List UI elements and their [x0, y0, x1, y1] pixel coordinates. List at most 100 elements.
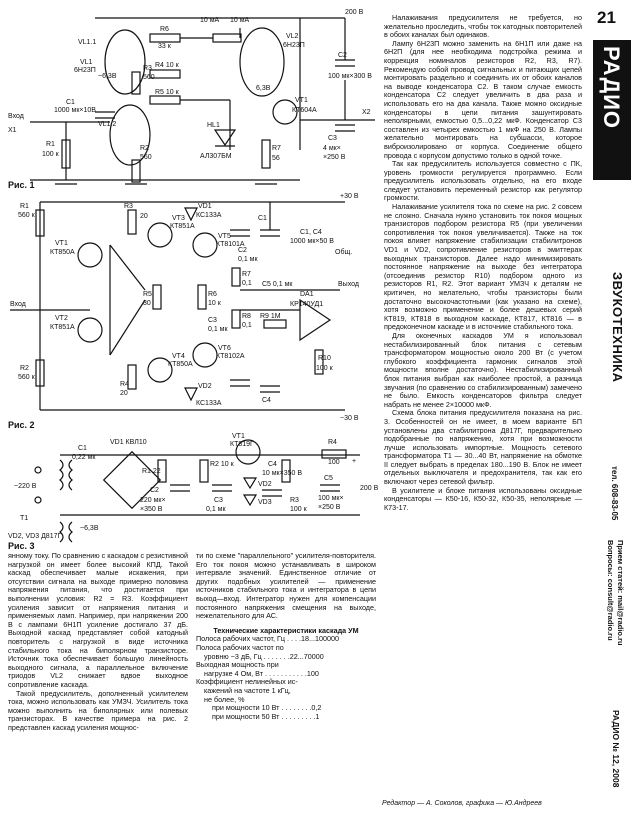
- svg-text:560: 560: [143, 74, 155, 81]
- svg-text:R10: R10: [318, 355, 331, 362]
- svg-text:VD1: VD1: [198, 203, 212, 210]
- svg-text:C4: C4: [268, 461, 277, 468]
- tech-spec-row: Полоса рабочих частот по: [196, 642, 284, 652]
- svg-text:56: 56: [272, 155, 280, 162]
- svg-text:1000 мк×10В: 1000 мк×10В: [54, 107, 96, 114]
- svg-text:20: 20: [140, 213, 148, 220]
- fig1-label-vl11: VL1.1: [78, 39, 96, 46]
- article-paragraph: Налаживание усилителя тока по схеме на р…: [384, 202, 582, 332]
- svg-text:C3: C3: [208, 317, 217, 324]
- svg-text:R5: R5: [143, 291, 152, 298]
- svg-text:C3: C3: [328, 135, 337, 142]
- svg-text:КТ850А: КТ850А: [50, 249, 75, 256]
- svg-text:200 В: 200 В: [345, 9, 364, 16]
- article-paragraph: В усилителе и блоке питания использованы…: [384, 485, 582, 512]
- svg-text:560: 560: [140, 154, 152, 161]
- figure-1-schematic: VL1.1 VL1 6Н23П ~6,3В R6 33 к R4 10 к R3…: [8, 9, 375, 190]
- svg-text:220 мк×: 220 мк×: [140, 497, 166, 504]
- svg-text:VT6: VT6: [218, 345, 231, 352]
- svg-text:0,22 мк: 0,22 мк: [72, 454, 96, 461]
- article-right-column: Налаживания предусилителя не требуется, …: [384, 13, 582, 512]
- svg-text:100 к: 100 к: [316, 365, 334, 372]
- svg-text:VD2: VD2: [198, 383, 212, 390]
- svg-text:×250 В: ×250 В: [318, 504, 341, 511]
- svg-text:Выход: Выход: [338, 281, 359, 288]
- svg-text:R3: R3: [290, 497, 299, 504]
- svg-text:C5 0,1 мк: C5 0,1 мк: [262, 281, 293, 288]
- svg-text:VD2, VD3 Д817Г: VD2, VD3 Д817Г: [8, 533, 61, 540]
- article-bottom-left-column: янному току. По сравнению с каскадом с р…: [8, 551, 188, 732]
- fig3-caption: Рис. 3: [8, 541, 35, 550]
- page-number: 21: [597, 8, 616, 27]
- svg-text:~6,3В: ~6,3В: [80, 525, 99, 532]
- svg-text:R6: R6: [160, 26, 169, 33]
- svg-text:C1: C1: [78, 445, 87, 452]
- svg-text:КТ850А: КТ850А: [168, 361, 193, 368]
- svg-text:Общ.: Общ.: [335, 248, 352, 256]
- article-paragraph: янному току. По сравнению с каскадом с р…: [8, 551, 188, 689]
- svg-text:VD3: VD3: [258, 499, 272, 506]
- svg-text:VT4: VT4: [172, 353, 185, 360]
- radio-logo: РАДИО: [593, 40, 631, 180]
- svg-text:+: +: [352, 458, 356, 465]
- svg-text:VL1.2: VL1.2: [98, 121, 116, 128]
- consult-email: Вопросы: consult@radio.ru: [606, 540, 615, 641]
- tech-spec-row: уровню −3 дБ, Гц . . . . . . .22...70000: [204, 651, 324, 661]
- svg-text:C2: C2: [338, 52, 347, 59]
- section-title: ЗВУКОТЕХНИКА: [610, 272, 625, 383]
- svg-text:Вход: Вход: [8, 113, 24, 120]
- svg-text:10 мк×350 В: 10 мк×350 В: [262, 470, 302, 477]
- tech-spec-row: кажений на частоте 1 кГц,: [204, 685, 291, 695]
- svg-text:100 мк×: 100 мк×: [318, 495, 344, 502]
- svg-text:C3: C3: [214, 497, 223, 504]
- svg-text:C5: C5: [324, 475, 333, 482]
- svg-text:VT1: VT1: [295, 97, 308, 104]
- article-paragraph: Лампу 6Н23П можно заменить на 6Н1П или д…: [384, 38, 582, 160]
- phone-number: тел. 608-83-05: [610, 466, 619, 521]
- svg-text:T1: T1: [20, 515, 28, 522]
- svg-text:КР140УД1: КР140УД1: [290, 301, 323, 308]
- article-paragraph: ти по схеме "параллельного" усилителя-по…: [196, 551, 376, 621]
- svg-text:0,1: 0,1: [242, 322, 252, 329]
- svg-text:R8: R8: [242, 313, 251, 320]
- svg-text:VT5: VT5: [218, 233, 231, 240]
- svg-text:VT1: VT1: [55, 240, 68, 247]
- article-bottom-middle-column: ти по схеме "параллельного" усилителя-по…: [196, 551, 376, 721]
- svg-text:КС133А: КС133А: [196, 400, 222, 407]
- article-paragraph: Так как предусилитель используется совме…: [384, 159, 582, 203]
- svg-text:0,1 мк: 0,1 мк: [238, 256, 258, 263]
- svg-text:R7: R7: [242, 271, 251, 278]
- svg-text:560 к: 560 к: [18, 374, 36, 381]
- svg-text:20: 20: [120, 390, 128, 397]
- fig2-caption: Рис. 2: [8, 420, 35, 430]
- svg-text:33 к: 33 к: [158, 43, 172, 50]
- svg-text:100 к: 100 к: [42, 151, 60, 158]
- svg-text:Вход: Вход: [10, 301, 26, 308]
- svg-text:C2: C2: [150, 487, 159, 494]
- svg-text:R4 10 к: R4 10 к: [155, 62, 180, 69]
- svg-text:R2: R2: [20, 365, 29, 372]
- svg-text:~220 В: ~220 В: [14, 483, 37, 490]
- svg-text:R3: R3: [124, 203, 133, 210]
- svg-text:КТ8102А: КТ8102А: [216, 353, 245, 360]
- svg-text:4 мк×: 4 мк×: [323, 145, 341, 152]
- tech-spec-row: нагрузке 4 Ом, Вт . . . . . . . . . . .1…: [204, 668, 319, 678]
- editor-credit: Редактор — А. Соколов, графика — Ю.Андре…: [382, 800, 542, 807]
- svg-text:R1 22: R1 22: [142, 468, 161, 475]
- svg-text:200 В: 200 В: [360, 485, 379, 492]
- svg-text:R2: R2: [140, 145, 149, 152]
- figure-2-schematic: R1 560 к R3 20 VD1 КС133А C1 +30 В VT1 К…: [8, 193, 359, 430]
- svg-text:R5 10 к: R5 10 к: [155, 89, 180, 96]
- svg-text:10 к: 10 к: [208, 300, 222, 307]
- svg-text:R2 10 к: R2 10 к: [210, 461, 235, 468]
- fig1-caption: Рис. 1: [8, 180, 35, 190]
- article-paragraph: Налаживания предусилителя не требуется, …: [384, 13, 582, 40]
- svg-text:VT2: VT2: [55, 315, 68, 322]
- tech-spec-row: при мощности 50 Вт . . . . . . . . .1: [212, 711, 320, 721]
- svg-text:VD2: VD2: [258, 481, 272, 488]
- svg-text:R1: R1: [46, 141, 55, 148]
- svg-text:C1, C4: C1, C4: [300, 229, 322, 236]
- svg-text:R3: R3: [143, 65, 152, 72]
- svg-text:C4: C4: [262, 397, 271, 404]
- svg-text:−30 В: −30 В: [340, 415, 359, 422]
